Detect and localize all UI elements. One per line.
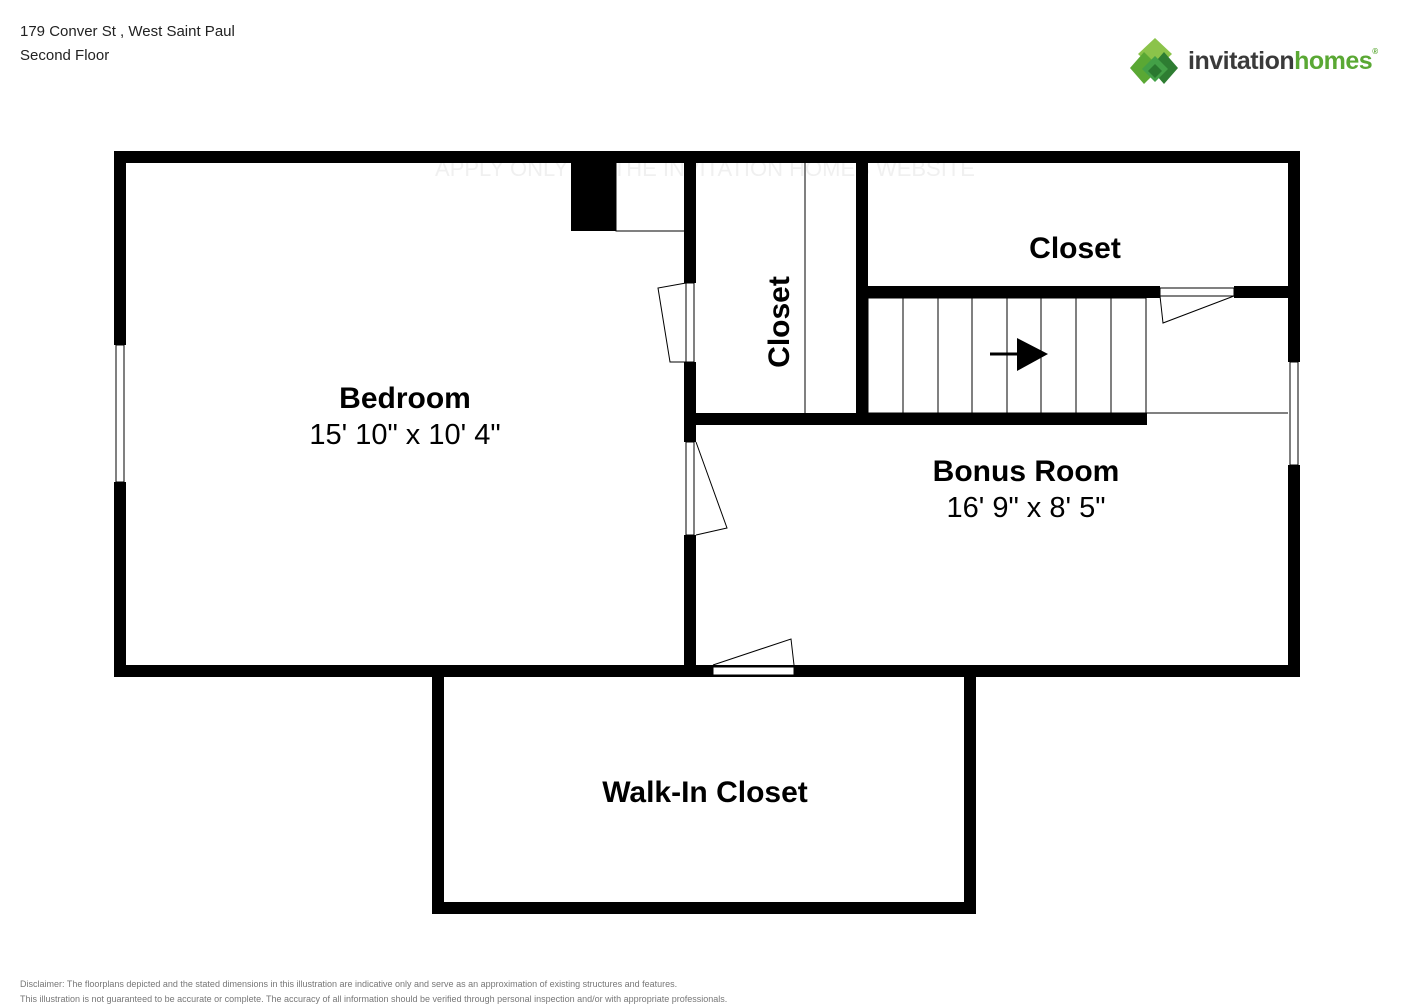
wall-right-lower [1288,465,1300,677]
bonus-room-name: Bonus Room [933,455,1120,488]
wall-walkin-right [964,677,976,914]
wall-mid-b [684,362,696,442]
door-closet-tr-opening [1159,287,1235,297]
door-bonus-opening [685,441,695,536]
invitation-homes-logo: invitationhomes® [1128,36,1398,90]
wall-mid-a [684,163,696,283]
chimney-block [571,163,616,231]
bonus-room-dimensions: 16' 9" x 8' 5" [946,492,1105,524]
logo-mark-icon [1130,38,1178,84]
door-closet-opening [685,282,695,363]
window-right [1289,361,1299,466]
logo-wordmark: invitationhomes® [1188,47,1378,76]
door-walkin-swing [712,638,795,666]
stairs-direction-arrow-icon [990,338,1048,371]
door-walkin-opening [712,666,795,676]
bedroom-name: Bedroom [339,382,471,415]
wall-bottom [114,665,1300,677]
closet-top-right-name: Closet [1029,232,1121,265]
disclaimer-line-1: Disclaimer: The floorplans depicted and … [20,979,678,989]
wall-mid-c [684,535,696,665]
wall-stairs-bottom [696,413,1147,425]
door-bonus-swing [695,441,728,536]
wall-top [114,151,1300,163]
walls [114,151,1300,914]
wall-left-lower [114,482,126,677]
chimney-outline [615,163,684,232]
disclaimer-line-2: This illustration is not guaranteed to b… [20,994,728,1004]
logo-trademark: ® [1372,47,1378,56]
property-address: 179 Conver St , West Saint Paul [20,23,235,40]
wall-left-upper [114,151,126,345]
bedroom-dimensions: 15' 10" x 10' 4" [309,419,500,451]
floor-label: Second Floor [20,47,110,64]
window-left [115,344,125,483]
wall-closet-tr-bottom-a [868,286,1160,298]
logo-word-invitation: invitation [1188,47,1295,75]
door-closet-tr-swing [1159,295,1235,324]
wall-right-upper [1288,151,1300,362]
logo-word-homes: homes [1294,47,1373,75]
wall-closet-tr-bottom-b [1234,286,1300,298]
wall-closet-v-right [856,163,868,425]
wall-walkin-left [432,677,444,914]
closet-vertical-name: Closet [763,276,796,368]
door-closet-swing [657,282,687,363]
walk-in-closet-name: Walk-In Closet [602,776,808,809]
wall-walkin-bottom [432,902,976,914]
